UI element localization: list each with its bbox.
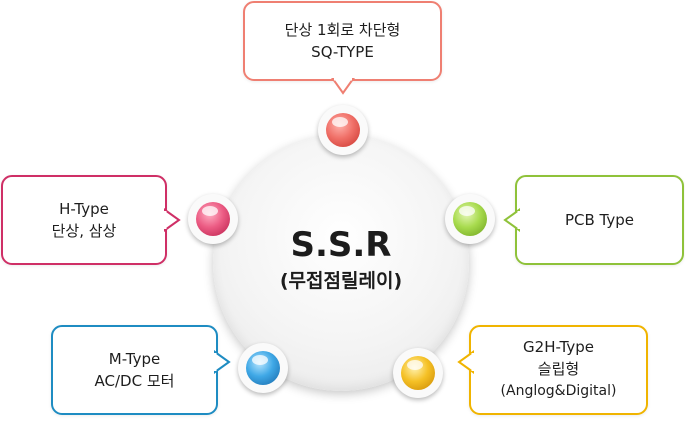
callout-bottom-right-pointer	[457, 350, 475, 374]
callout-right: PCB Type	[503, 175, 684, 265]
callout-bottom-left-pointer	[213, 350, 231, 374]
callout-bottom-right-line-1: G2H-Type	[523, 338, 594, 356]
green-orb-icon	[453, 202, 487, 236]
callout-top-pointer	[331, 77, 355, 95]
red-orb-icon	[326, 113, 360, 147]
node-left	[188, 194, 238, 244]
callout-bottom-right: G2H-Type 슬립형 (Anglog&Digital)	[457, 325, 648, 415]
node-top	[318, 105, 368, 155]
callout-bottom-right-line-2: 슬립형	[537, 360, 580, 378]
pink-orb-icon	[196, 202, 230, 236]
node-bottom-left	[238, 343, 288, 393]
yellow-orb-icon	[401, 356, 435, 390]
callout-left: H-Type 단상, 삼상	[1, 175, 181, 265]
node-bottom-right	[393, 348, 443, 398]
callout-bottom-left-line-1: M-Type	[108, 350, 161, 368]
callout-left-line-2: 단상, 삼상	[51, 222, 117, 240]
callout-top-line-2: SQ-TYPE	[311, 43, 374, 61]
callout-top: 단상 1회로 차단형 SQ-TYPE	[243, 1, 442, 95]
blue-orb-icon	[246, 351, 280, 385]
callout-top-line-1: 단상 1회로 차단형	[284, 21, 401, 39]
node-right	[445, 194, 495, 244]
callout-bottom-right-line-3: (Anglog&Digital)	[500, 383, 617, 399]
callout-left-line-1: H-Type	[59, 200, 109, 218]
callout-left-pointer	[163, 208, 181, 232]
callout-right-line-1: PCB Type	[564, 211, 635, 229]
callout-bottom-left-line-2: AC/DC 모터	[94, 372, 175, 390]
callout-bottom-left: M-Type AC/DC 모터	[51, 325, 231, 415]
hub-subtitle: (무접점릴레이)	[279, 270, 403, 292]
callout-right-pointer	[503, 208, 521, 232]
hub-title: S.S.R	[290, 225, 392, 265]
